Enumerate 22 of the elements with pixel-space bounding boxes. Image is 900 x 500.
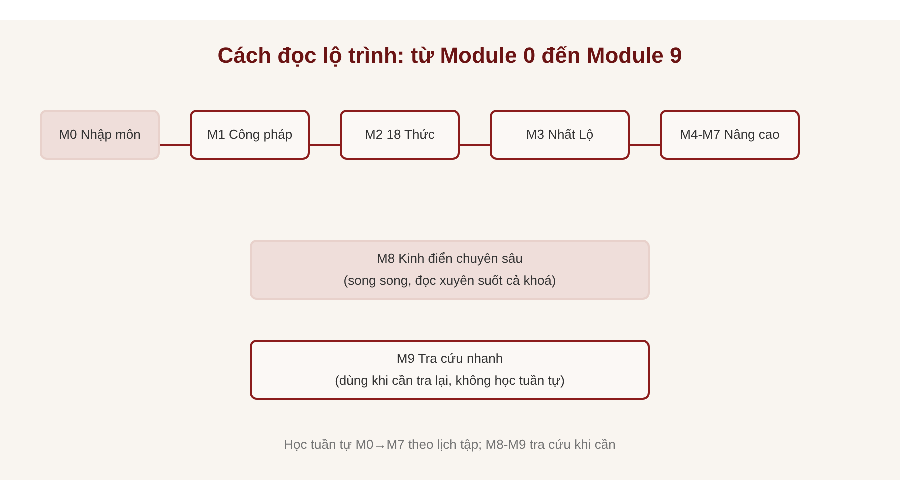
diagram-title: Cách đọc lộ trình: từ Module 0 đến Module 9	[216, 42, 684, 70]
module-box	[40, 110, 160, 160]
module-title: M4-M7 Nâng cao	[680, 126, 780, 144]
module-note: (dùng khi cần tra lại, không học tuần tự)	[335, 372, 565, 390]
module-title: M8 Kinh điển chuyên sâu	[377, 250, 523, 268]
module-box	[490, 110, 630, 160]
module-box	[250, 340, 650, 400]
module-title: M3 Nhất Lộ	[526, 126, 594, 144]
footnote: Học tuần tự M0→M7 theo lịch tập; M8-M9 tra cứu khi cần	[283, 436, 617, 454]
module-box	[340, 110, 460, 160]
module-box	[250, 240, 650, 300]
module-title: M1 Công pháp	[207, 126, 293, 144]
module-title: M0 Nhập môn	[59, 126, 141, 144]
module-title: M2 18 Thức	[365, 126, 435, 144]
module-box	[190, 110, 310, 160]
module-note: (song song, đọc xuyên suốt cả khoá)	[344, 272, 556, 290]
connector-line	[630, 144, 660, 146]
connector-line	[460, 144, 490, 146]
connector-line	[160, 144, 190, 146]
module-title: M9 Tra cứu nhanh	[396, 350, 504, 368]
module-box	[660, 110, 800, 160]
connector-line	[310, 144, 340, 146]
